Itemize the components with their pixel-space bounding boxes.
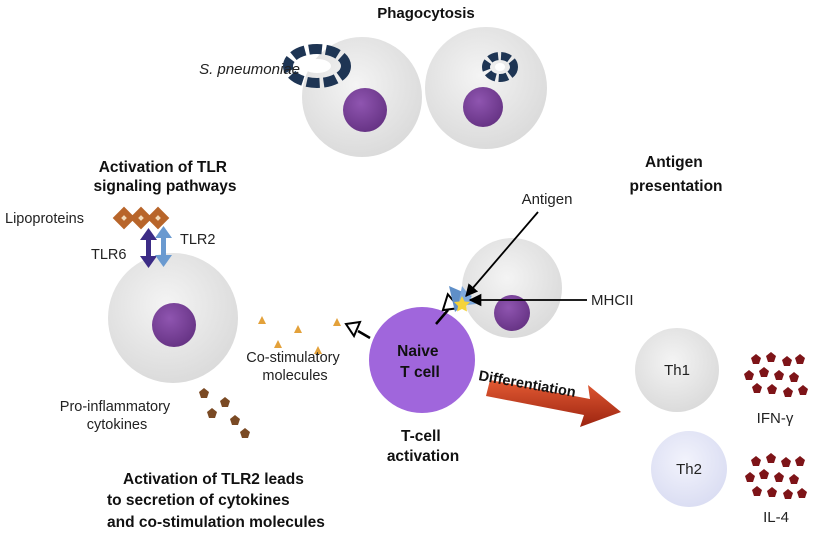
th2-cell xyxy=(651,431,727,507)
antigen-pointer xyxy=(465,211,539,297)
tlr2-summary-line2: to secretion of cytokines xyxy=(107,492,290,509)
tlr-activation-title-line2: signaling pathways xyxy=(94,178,237,195)
antigen-presentation-title-line2: presentation xyxy=(629,178,722,195)
antigen-presentation-title: Antigen presentation xyxy=(629,154,722,195)
phagocyte-nucleus-2 xyxy=(463,87,503,127)
naive-tcell-label-line1: Naive xyxy=(397,343,439,360)
tlr2-receptor-icon xyxy=(155,226,172,267)
antigen-presenting-cell xyxy=(462,238,562,338)
tcell-activation-title: T-cell activation xyxy=(387,428,459,465)
costim-receptor-icon xyxy=(344,320,371,340)
proinflammatory-label-line2: cytokines xyxy=(87,417,147,433)
tlr2-summary-line1: Activation of TLR2 leads xyxy=(123,471,304,488)
th1-label: Th1 xyxy=(664,362,690,379)
tlr-activation-title-line1: Activation of TLR xyxy=(99,159,227,176)
phagocyte-cell-2 xyxy=(425,27,547,149)
bacterium-label: S. pneumoniae xyxy=(199,61,300,78)
il4-label: IL-4 xyxy=(763,509,789,526)
naive-tcell-label: Naive T cell xyxy=(397,343,443,381)
proinflammatory-label-line1: Pro-inflammatory xyxy=(60,399,171,415)
bacterium-icon xyxy=(283,44,351,88)
proinflammatory-cytokines-icon xyxy=(199,388,250,438)
costimulatory-label: Co-stimulatory molecules xyxy=(246,350,344,384)
tcell-activation-title-line2: activation xyxy=(387,448,459,465)
lipoprotein-icon xyxy=(112,206,170,230)
engulfed-bacterium-icon xyxy=(482,52,518,82)
ifn-gamma-cytokines-icon xyxy=(744,352,808,397)
tcell-activation-title-line1: T-cell xyxy=(401,428,441,445)
lipoproteins-label: Lipoproteins xyxy=(5,211,84,227)
tlr2-label: TLR2 xyxy=(180,232,215,248)
phagocyte-cell-1 xyxy=(302,37,422,157)
phagocyte-nucleus-1 xyxy=(343,88,387,132)
antigen-star-icon xyxy=(454,296,470,312)
costimulatory-molecules-icon xyxy=(258,316,341,354)
antigen-label: Antigen xyxy=(522,191,573,208)
antigen-presentation-title-line1: Antigen xyxy=(645,154,703,171)
ifn-gamma-label: IFN-γ xyxy=(757,410,794,427)
differentiation-arrow xyxy=(486,380,621,427)
costimulatory-label-line1: Co-stimulatory xyxy=(246,350,340,366)
tlr2-summary-line3: and co-stimulation molecules xyxy=(107,514,325,531)
proinflammatory-label: Pro-inflammatory cytokines xyxy=(60,399,174,433)
macrophage-cell xyxy=(108,253,238,383)
th2-label: Th2 xyxy=(676,461,702,478)
th1-cell xyxy=(635,328,719,412)
costimulatory-label-line2: molecules xyxy=(262,368,327,384)
il4-cytokines-icon xyxy=(745,453,807,499)
apc-nucleus xyxy=(494,295,530,331)
tlr6-label: TLR6 xyxy=(91,247,126,263)
phagocytosis-title: Phagocytosis xyxy=(377,5,475,22)
naive-tcell xyxy=(369,307,475,413)
tlr2-summary-title: Activation of TLR2 leads to secretion of… xyxy=(107,471,325,531)
tlr-activation-title: Activation of TLR signaling pathways xyxy=(94,159,237,195)
mhcii-label: MHCII xyxy=(591,292,634,309)
naive-tcell-label-line2: T cell xyxy=(400,364,440,381)
macrophage-nucleus xyxy=(152,303,196,347)
tlr6-receptor-icon xyxy=(140,228,157,268)
